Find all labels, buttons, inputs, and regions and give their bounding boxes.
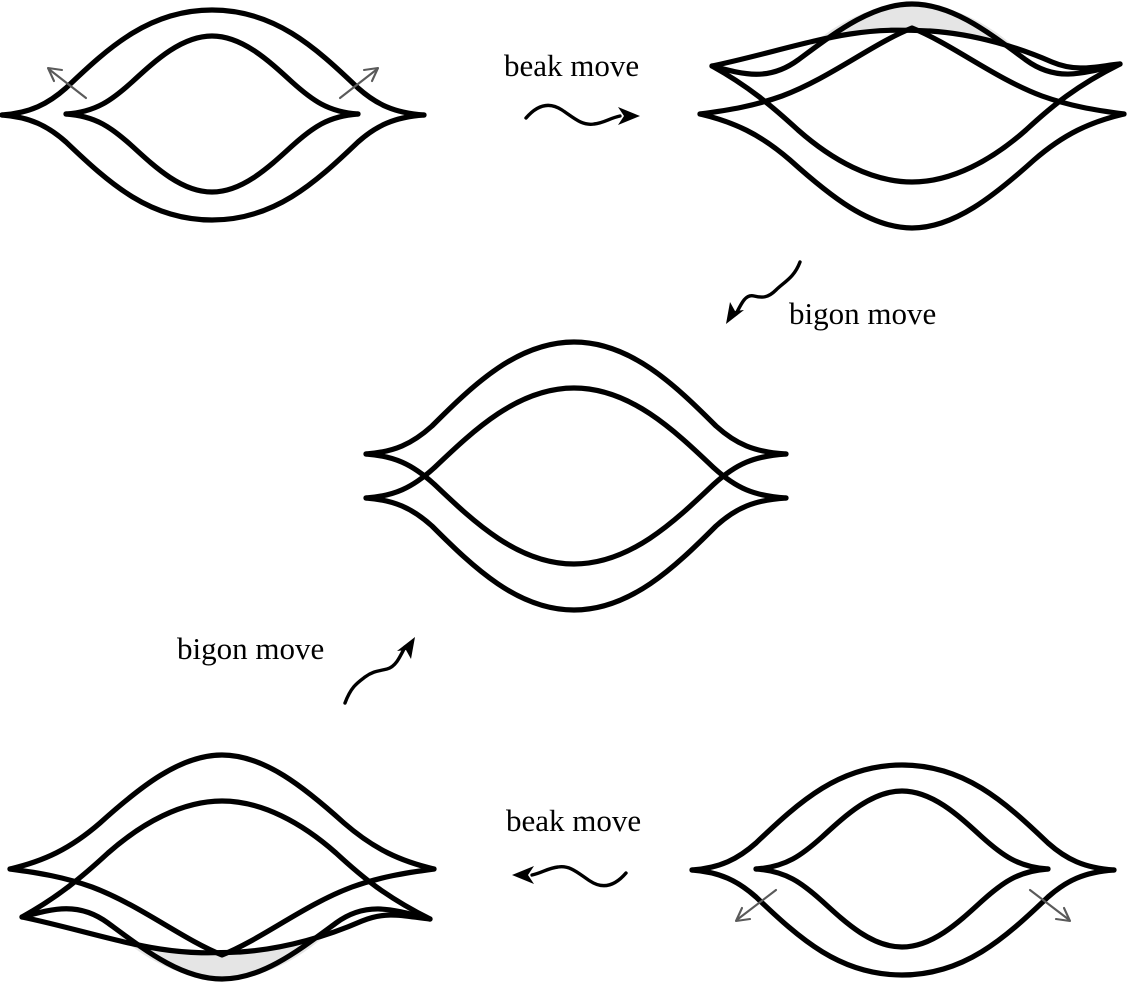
curve-arc-lower <box>697 111 1127 231</box>
diagram-panel-center <box>350 330 800 620</box>
move-arrow-beak-bottom <box>502 855 632 897</box>
diagram-panel-top-right <box>690 0 1128 250</box>
squiggly-left-arrow-icon <box>512 865 628 888</box>
label-beak-move-top: beak move <box>504 48 640 83</box>
squiggly-right-arrow-icon <box>524 103 640 126</box>
curve-inner-upper <box>363 385 789 501</box>
diagram-panel-bottom-right <box>689 735 1128 985</box>
curve-flat-lower <box>19 912 433 956</box>
curve-outer-lower <box>0 112 427 223</box>
curve-outer-lower <box>363 495 789 613</box>
hint-arrow-up-left-icon <box>46 66 88 100</box>
move-arrow-bigon-right <box>718 256 808 328</box>
diagram-panel-top-left <box>0 0 440 250</box>
hint-arrow-down-right-icon <box>1028 888 1072 923</box>
curve-outer-lower <box>689 867 1117 978</box>
curve-outer-upper <box>689 762 1117 873</box>
curve-inner-lower <box>363 451 789 567</box>
curve-arc-upper <box>7 752 437 872</box>
curve-flat-upper <box>709 27 1123 71</box>
curve-inner-lower <box>709 61 1123 185</box>
diagram-panel-bottom-left <box>0 735 450 985</box>
curve-arc-upper <box>709 1 1123 77</box>
curve-outer-upper <box>363 339 789 457</box>
hint-arrow-up-right-icon <box>338 66 380 100</box>
curve-inner-upper <box>63 33 361 117</box>
curve-arc-lower <box>19 906 433 982</box>
curve-inner-lower <box>753 866 1051 950</box>
squiggly-up-right-arrow-icon <box>343 637 415 705</box>
squiggly-down-left-arrow-icon <box>726 260 802 324</box>
curve-inner-upper <box>753 788 1051 872</box>
curve-outer-upper <box>0 7 427 118</box>
curve-inner-upper <box>19 798 433 922</box>
hint-arrow-down-left-icon <box>734 888 778 923</box>
label-beak-move-bottom: beak move <box>506 803 642 838</box>
label-bigon-move-left: bigon move <box>177 631 325 666</box>
label-bigon-move-right: bigon move <box>789 296 937 331</box>
move-arrow-beak-top <box>520 94 650 136</box>
move-arrow-bigon-left <box>335 627 427 709</box>
curve-inner-lower <box>63 111 361 195</box>
